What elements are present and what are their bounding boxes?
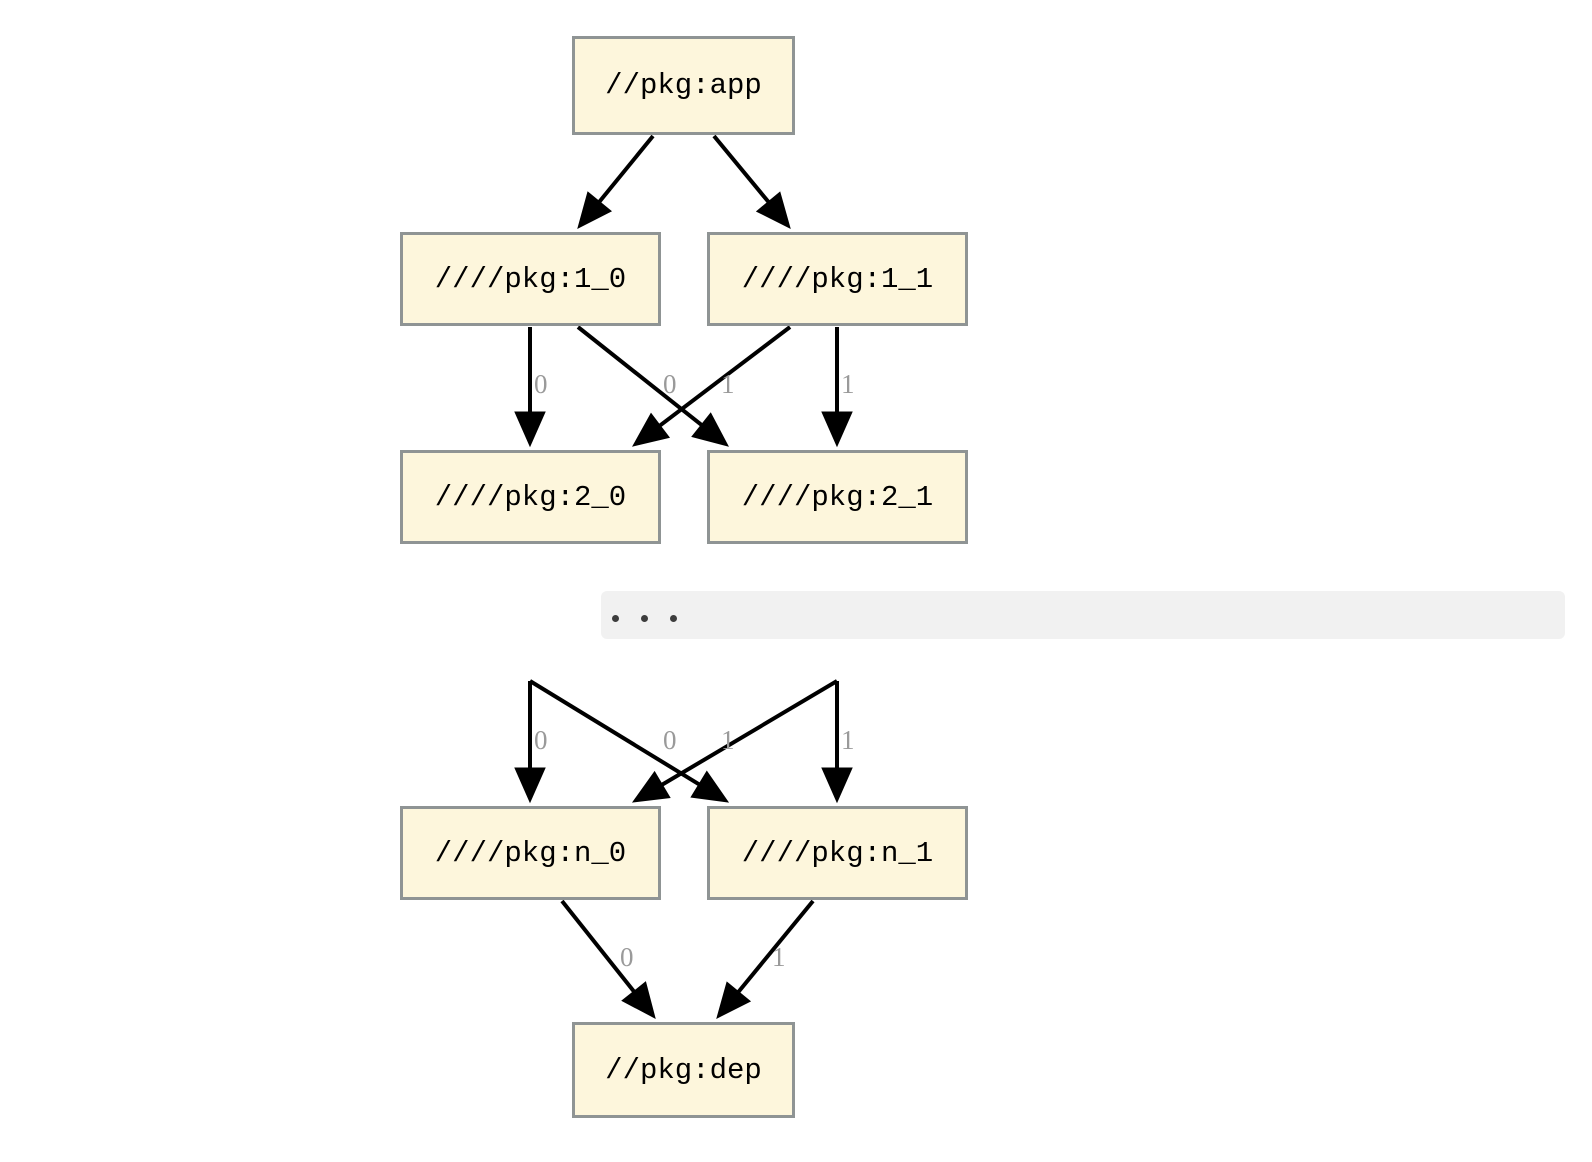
edge-arrowhead-icon — [690, 770, 730, 803]
elision-ellipsis-icon — [612, 615, 677, 622]
graph-node-label: ////pkg:2_1 — [741, 480, 934, 514]
edge-arrowhead-icon — [755, 191, 791, 229]
graph-edge-app-to-l1_0 — [577, 134, 655, 229]
graph-node-ln_1[interactable]: ////pkg:n_1 — [707, 806, 968, 900]
graph-node-label: //pkg:app — [605, 69, 762, 102]
graph-edge-ln_1-to-dep — [716, 899, 815, 1019]
edge-arrowhead-icon — [631, 770, 671, 803]
graph-node-l1_0[interactable]: ////pkg:1_0 — [400, 232, 661, 326]
graph-node-dep[interactable]: //pkg:dep — [572, 1022, 795, 1118]
graph-edge-to-ln_1 — [821, 681, 853, 804]
edge-arrowhead-icon — [632, 412, 671, 447]
edge-arrowhead-icon — [621, 981, 656, 1019]
graph-edge-label: 1 — [772, 942, 786, 972]
graph-edge-l1_0-to-l2_0 — [514, 327, 546, 448]
graph-edge-label: 0 — [663, 725, 677, 755]
elision-dot — [670, 615, 677, 622]
edge-arrowhead-icon — [514, 767, 546, 804]
graph-node-label: //pkg:dep — [605, 1053, 762, 1087]
graph-node-label: ////pkg:1_0 — [434, 262, 627, 296]
graph-node-ln_0[interactable]: ////pkg:n_0 — [400, 806, 661, 900]
graph-edge-label: 1 — [721, 725, 735, 755]
graph-node-label: ////pkg:1_1 — [741, 262, 934, 296]
elision-band — [601, 591, 1565, 639]
edge-line — [597, 134, 655, 203]
edge-line — [658, 325, 792, 428]
graph-node-app[interactable]: //pkg:app — [572, 36, 795, 135]
graph-edge-label: 1 — [841, 725, 855, 755]
elision-dot — [612, 615, 619, 622]
edge-line — [712, 134, 770, 204]
graph-node-label: ////pkg:2_0 — [434, 480, 627, 514]
graph-edge-label: 0 — [534, 369, 548, 399]
edge-line — [737, 899, 815, 993]
graph-edge-l1_1-to-l2_1 — [821, 327, 853, 448]
edge-line — [528, 679, 701, 786]
graph-edge-label: 0 — [663, 369, 677, 399]
graph-node-label: ////pkg:n_0 — [434, 836, 627, 870]
graph-node-label: ////pkg:n_1 — [741, 836, 934, 870]
edge-arrowhead-icon — [821, 411, 853, 448]
edge-line — [560, 899, 636, 993]
graph-edge-label: 0 — [534, 725, 548, 755]
elision-dot — [641, 615, 648, 622]
graph-edge-app-to-l1_1 — [712, 134, 791, 229]
edge-arrowhead-icon — [514, 411, 546, 448]
graph-edge-label: 1 — [841, 369, 855, 399]
graph-edge-label: 1 — [721, 369, 735, 399]
edge-arrowhead-icon — [691, 412, 729, 447]
graph-edge-to-ln_0 — [631, 679, 839, 803]
edge-arrowhead-icon — [716, 981, 752, 1019]
graph-node-l2_1[interactable]: ////pkg:2_1 — [707, 450, 968, 544]
edge-arrowhead-icon — [577, 191, 613, 229]
graph-edge-ln_0-to-dep — [560, 899, 656, 1019]
graph-edge-to-ln_1 — [528, 679, 730, 803]
graph-edge-label: 0 — [620, 942, 634, 972]
graph-node-l2_0[interactable]: ////pkg:2_0 — [400, 450, 661, 544]
edge-line — [661, 679, 839, 787]
graph-edge-l1_1-to-l2_0 — [632, 325, 792, 447]
graph-node-l1_1[interactable]: ////pkg:1_1 — [707, 232, 968, 326]
graph-edge-to-ln_0 — [514, 681, 546, 804]
edge-arrowhead-icon — [821, 767, 853, 804]
